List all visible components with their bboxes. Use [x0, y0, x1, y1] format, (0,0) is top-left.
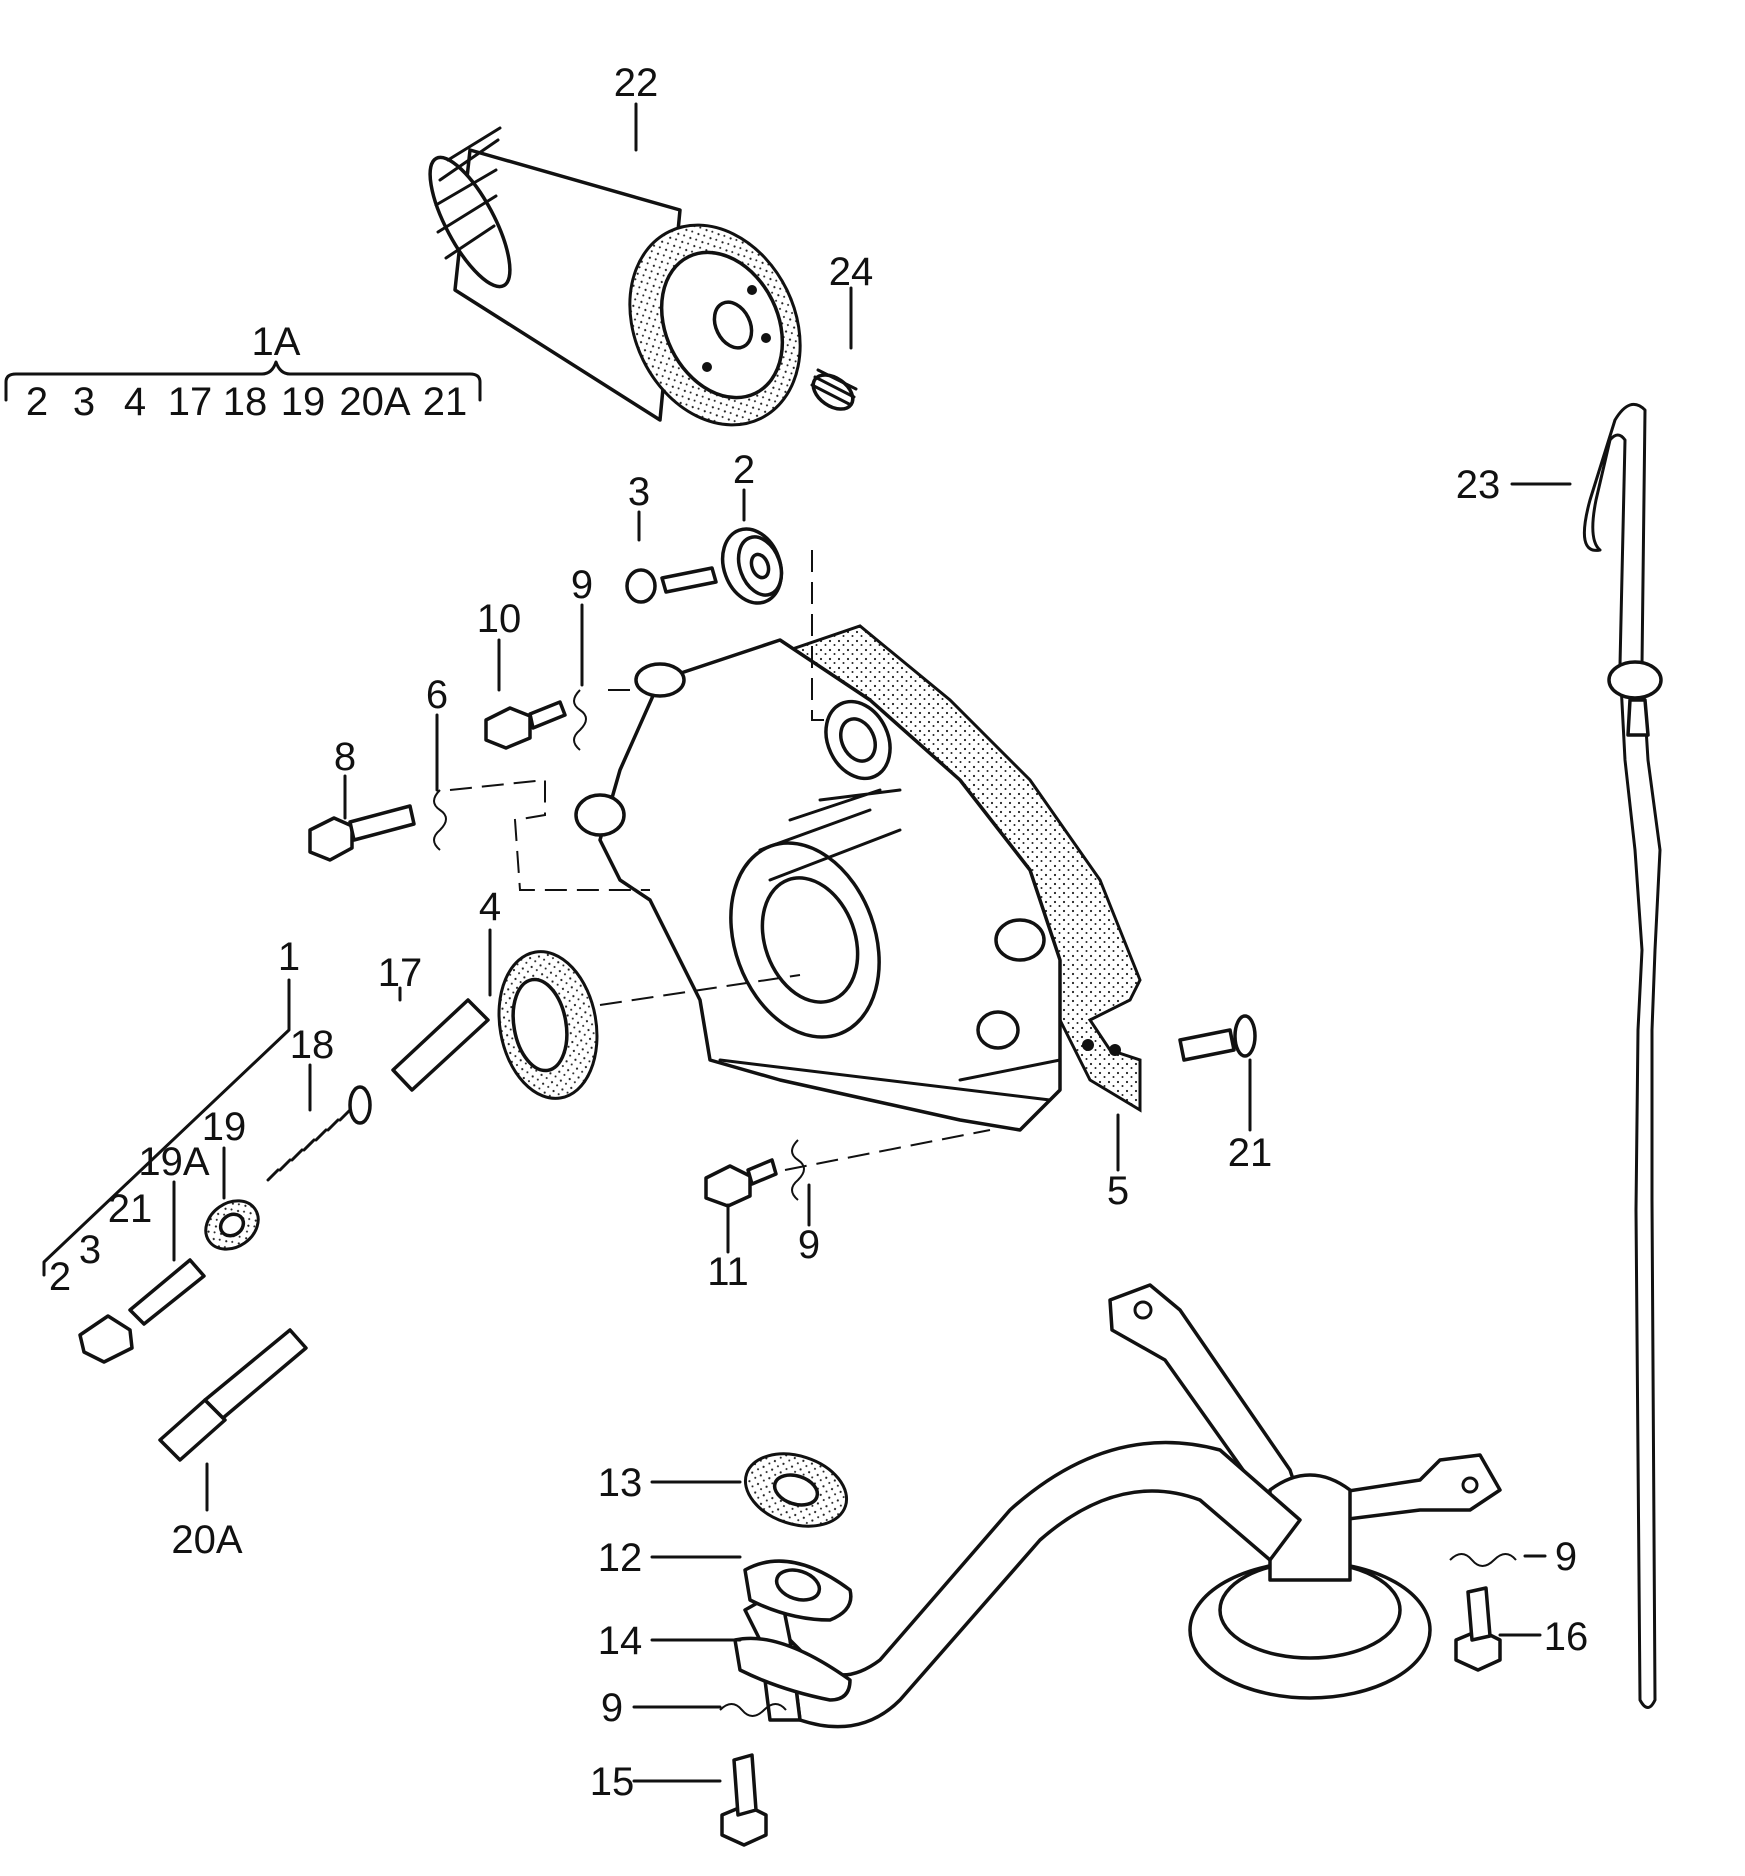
label-16: 16	[1544, 1615, 1589, 1659]
washer-2-drawing	[720, 527, 784, 605]
group-member: 21	[423, 380, 468, 424]
label-18: 18	[290, 1023, 335, 1067]
bolt-11-drawing	[704, 1158, 778, 1208]
group-member: 20A	[339, 380, 410, 424]
label-24: 24	[829, 250, 874, 294]
bolt-21-drawing	[1178, 1014, 1257, 1062]
label-15: 15	[590, 1760, 635, 1804]
pin-17-drawing	[391, 998, 490, 1092]
alignment-lines	[449, 550, 991, 1171]
bolt-16-drawing	[1454, 1586, 1502, 1672]
group-member: 17	[168, 380, 213, 424]
label-11: 11	[707, 1250, 749, 1294]
lock-washer-6	[433, 789, 447, 851]
group-brace	[4, 360, 482, 402]
oil-filter-drawing	[428, 126, 802, 427]
leader-lines	[42, 102, 1572, 1783]
label-21: 21	[1228, 1131, 1273, 1175]
group-title: 1A	[252, 320, 301, 364]
spring-18-drawing	[266, 1085, 372, 1182]
filter-nipple-drawing	[810, 368, 858, 411]
oil-pickup-drawing	[733, 1283, 1502, 1729]
label-2-left: 2	[49, 1255, 71, 1299]
group-member: 4	[124, 380, 146, 424]
part-labels: 22 24 23 2 3 9 10 6 8 4 1 17 18 19 19A 2…	[49, 61, 1588, 1804]
label-9-upper: 9	[571, 563, 593, 607]
label-17: 17	[378, 951, 423, 995]
label-21-left: 21	[108, 1187, 153, 1231]
label-2: 2	[733, 448, 755, 492]
lock-washer-9-lower	[791, 1139, 805, 1201]
label-8: 8	[334, 735, 356, 779]
label-1: 1	[278, 935, 300, 979]
label-13: 13	[598, 1461, 643, 1505]
oil-pump-housing-drawing	[574, 624, 1142, 1132]
group-member: 18	[223, 380, 268, 424]
label-22: 22	[614, 61, 659, 105]
dipstick-drawing	[1582, 402, 1663, 1709]
label-14: 14	[598, 1619, 643, 1663]
bolt-10-drawing	[484, 700, 567, 750]
label-3-left: 3	[79, 1228, 101, 1272]
label-3: 3	[628, 470, 650, 514]
bolt-15-drawing	[720, 1753, 768, 1847]
label-12: 12	[598, 1536, 643, 1580]
label-6: 6	[426, 673, 448, 717]
label-19: 19	[202, 1105, 247, 1149]
seal-4-drawing	[497, 950, 599, 1100]
bolt-3-drawing	[625, 566, 718, 604]
lock-washer-9-bottom	[719, 1703, 787, 1717]
label-5: 5	[1107, 1169, 1129, 1213]
label-19a: 19A	[138, 1140, 209, 1184]
group-member: 3	[73, 380, 95, 424]
switch-19a-drawing	[78, 1258, 206, 1364]
label-4: 4	[479, 885, 501, 929]
label-9-right: 9	[1555, 1535, 1577, 1579]
label-20a: 20A	[171, 1518, 242, 1562]
label-23: 23	[1456, 463, 1501, 507]
label-9-lower: 9	[798, 1223, 820, 1267]
washer-19-drawing	[204, 1199, 260, 1251]
lock-washer-9-upper	[573, 689, 587, 751]
group-member: 19	[281, 380, 326, 424]
bolt-8-drawing	[308, 804, 416, 862]
group-member: 2	[26, 380, 48, 424]
lock-washer-9-right	[1449, 1553, 1517, 1567]
group-header-1a: 1A 2 3 4 17 18 19 20A 21	[4, 320, 482, 424]
sender-20a-drawing	[158, 1328, 308, 1462]
label-9-bottom: 9	[601, 1686, 623, 1730]
label-10: 10	[477, 597, 522, 641]
